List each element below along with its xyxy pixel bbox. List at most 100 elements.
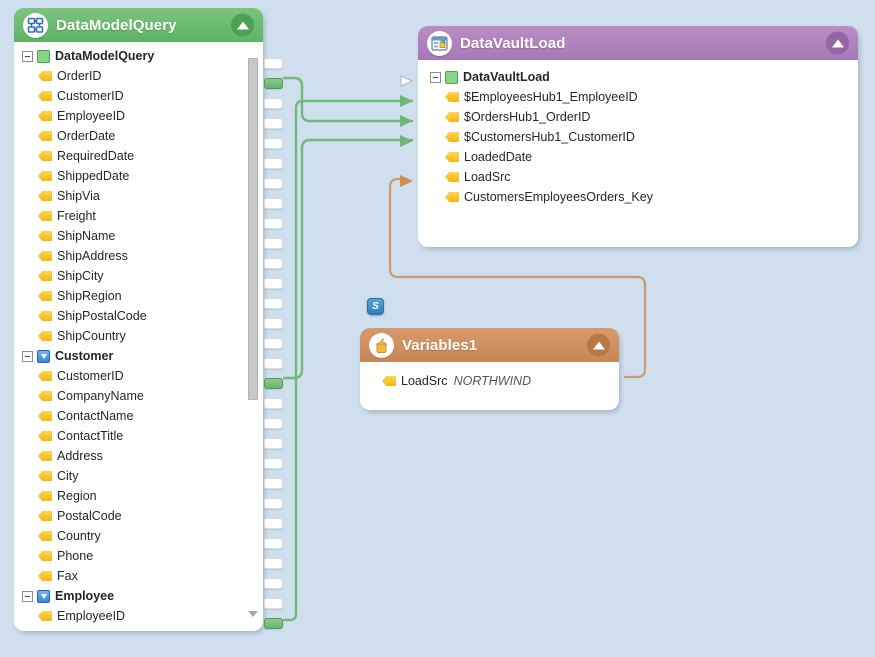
output-pin[interactable] bbox=[264, 158, 283, 169]
tree-row-label: RequiredDate bbox=[57, 149, 134, 163]
scroll-down-arrow[interactable] bbox=[248, 617, 258, 627]
tree-field-row[interactable]: ShipAddress bbox=[14, 246, 246, 266]
tree-field-row[interactable]: Address bbox=[14, 446, 246, 466]
output-pin[interactable] bbox=[264, 458, 283, 469]
tree-row-label: $OrdersHub1_OrderID bbox=[464, 110, 590, 124]
tree-field-row[interactable]: ContactName bbox=[14, 406, 246, 426]
output-pin[interactable] bbox=[264, 598, 283, 609]
vertical-scrollbar[interactable] bbox=[246, 46, 260, 627]
data-model-query-header[interactable]: DataModelQuery bbox=[14, 8, 263, 42]
tree-root-row[interactable]: DataVaultLoad bbox=[430, 67, 858, 87]
tree-field-row[interactable]: Phone bbox=[14, 546, 246, 566]
tree-field-row[interactable]: ShipCountry bbox=[14, 326, 246, 346]
tree-field-row[interactable]: PostalCode bbox=[14, 506, 246, 526]
tree-entity-row[interactable]: Customer bbox=[14, 346, 246, 366]
tree-field-row[interactable]: ShippedDate bbox=[14, 166, 246, 186]
tree-field-row[interactable]: EmployeeID bbox=[14, 106, 246, 126]
variables-header[interactable]: Variables1 bbox=[360, 328, 619, 362]
output-pin-strip[interactable] bbox=[264, 8, 284, 648]
output-pin[interactable] bbox=[264, 238, 283, 249]
tree-field-row[interactable]: ShipPostalCode bbox=[14, 306, 246, 326]
output-pin[interactable] bbox=[264, 278, 283, 289]
output-pin[interactable] bbox=[264, 338, 283, 349]
tree-field-row[interactable]: OrderID bbox=[14, 66, 246, 86]
output-pin[interactable] bbox=[264, 258, 283, 269]
tree-field-row[interactable]: CompanyName bbox=[14, 386, 246, 406]
output-pin[interactable] bbox=[264, 58, 283, 69]
tree-field-row[interactable]: LoadSrc bbox=[430, 167, 858, 187]
output-pin[interactable] bbox=[264, 558, 283, 569]
tree-field-row[interactable]: ShipRegion bbox=[14, 286, 246, 306]
data-model-query-tree[interactable]: DataModelQuery OrderIDCustomerIDEmployee… bbox=[14, 46, 246, 626]
output-pin[interactable] bbox=[264, 318, 283, 329]
tree-row-label: ContactName bbox=[57, 409, 133, 423]
output-pin[interactable] bbox=[264, 438, 283, 449]
tree-entity-row[interactable]: Employee bbox=[14, 586, 246, 606]
collapse-twisty-icon[interactable] bbox=[22, 51, 33, 62]
script-badge[interactable]: S bbox=[367, 298, 384, 315]
output-pin[interactable] bbox=[264, 118, 283, 129]
field-arrow-icon bbox=[38, 111, 52, 121]
tree-field-row[interactable]: ShipVia bbox=[14, 186, 246, 206]
output-pin-connected[interactable] bbox=[264, 378, 283, 389]
tree-field-row[interactable]: EmployeeID bbox=[14, 606, 246, 626]
tree-row-label: Region bbox=[57, 489, 97, 503]
tree-field-row[interactable]: RequiredDate bbox=[14, 146, 246, 166]
tree-field-row[interactable]: OrderDate bbox=[14, 126, 246, 146]
collapse-button[interactable] bbox=[826, 32, 849, 55]
output-pin[interactable] bbox=[264, 218, 283, 229]
output-pin-connected[interactable] bbox=[264, 78, 283, 89]
tree-field-row[interactable]: ShipCity bbox=[14, 266, 246, 286]
tree-field-row[interactable]: Region bbox=[14, 486, 246, 506]
output-pin[interactable] bbox=[264, 538, 283, 549]
tree-root-row[interactable]: DataModelQuery bbox=[14, 46, 246, 66]
tree-field-row[interactable]: Fax bbox=[14, 566, 246, 586]
collapse-twisty-icon[interactable] bbox=[22, 351, 33, 362]
scrollbar-thumb[interactable] bbox=[248, 58, 258, 400]
collapse-twisty-icon[interactable] bbox=[430, 72, 441, 83]
output-pin[interactable] bbox=[264, 98, 283, 109]
node-data-vault-load[interactable]: DataVaultLoad DataVaultLoad $EmployeesHu… bbox=[418, 26, 858, 247]
output-pin[interactable] bbox=[264, 138, 283, 149]
green-square-icon bbox=[445, 71, 458, 84]
tree-field-row[interactable]: LoadedDate bbox=[430, 147, 858, 167]
collapse-twisty-icon[interactable] bbox=[22, 591, 33, 602]
scroll-up-arrow[interactable] bbox=[248, 46, 258, 56]
collapse-button[interactable] bbox=[231, 14, 254, 37]
field-arrow-icon bbox=[38, 371, 52, 381]
output-pin[interactable] bbox=[264, 478, 283, 489]
tree-field-row[interactable]: ShipName bbox=[14, 226, 246, 246]
data-vault-load-header[interactable]: DataVaultLoad bbox=[418, 26, 858, 60]
tree-field-row[interactable]: $CustomersHub1_CustomerID bbox=[430, 127, 858, 147]
field-arrow-icon bbox=[38, 231, 52, 241]
tree-field-row[interactable]: City bbox=[14, 466, 246, 486]
variable-row[interactable]: LoadSrcNORTHWIND bbox=[382, 371, 619, 391]
tree-field-row[interactable]: ContactTitle bbox=[14, 426, 246, 446]
output-pin-connected[interactable] bbox=[264, 618, 283, 629]
field-arrow-icon bbox=[445, 112, 459, 122]
output-pin[interactable] bbox=[264, 578, 283, 589]
output-pin[interactable] bbox=[264, 418, 283, 429]
node-variables[interactable]: Variables1 LoadSrcNORTHWIND bbox=[360, 328, 619, 410]
field-arrow-icon bbox=[38, 471, 52, 481]
tree-field-row[interactable]: CustomerID bbox=[14, 86, 246, 106]
tree-field-row[interactable]: Country bbox=[14, 526, 246, 546]
tree-field-row[interactable]: $EmployeesHub1_EmployeeID bbox=[430, 87, 858, 107]
output-pin[interactable] bbox=[264, 358, 283, 369]
tree-field-row[interactable]: CustomersEmployeesOrders_Key bbox=[430, 187, 858, 207]
table-load-icon bbox=[427, 31, 452, 56]
output-pin[interactable] bbox=[264, 398, 283, 409]
tree-field-row[interactable]: CustomerID bbox=[14, 366, 246, 386]
output-pin[interactable] bbox=[264, 518, 283, 529]
output-pin[interactable] bbox=[264, 198, 283, 209]
tree-field-row[interactable]: Freight bbox=[14, 206, 246, 226]
output-pin[interactable] bbox=[264, 498, 283, 509]
collapse-button[interactable] bbox=[587, 334, 610, 357]
tree-row-label: Fax bbox=[57, 569, 78, 583]
output-pin[interactable] bbox=[264, 298, 283, 309]
field-arrow-icon bbox=[445, 192, 459, 202]
output-pin[interactable] bbox=[264, 178, 283, 189]
tree-field-row[interactable]: $OrdersHub1_OrderID bbox=[430, 107, 858, 127]
node-data-model-query[interactable]: DataModelQuery DataModelQuery OrderIDCus… bbox=[14, 8, 263, 631]
